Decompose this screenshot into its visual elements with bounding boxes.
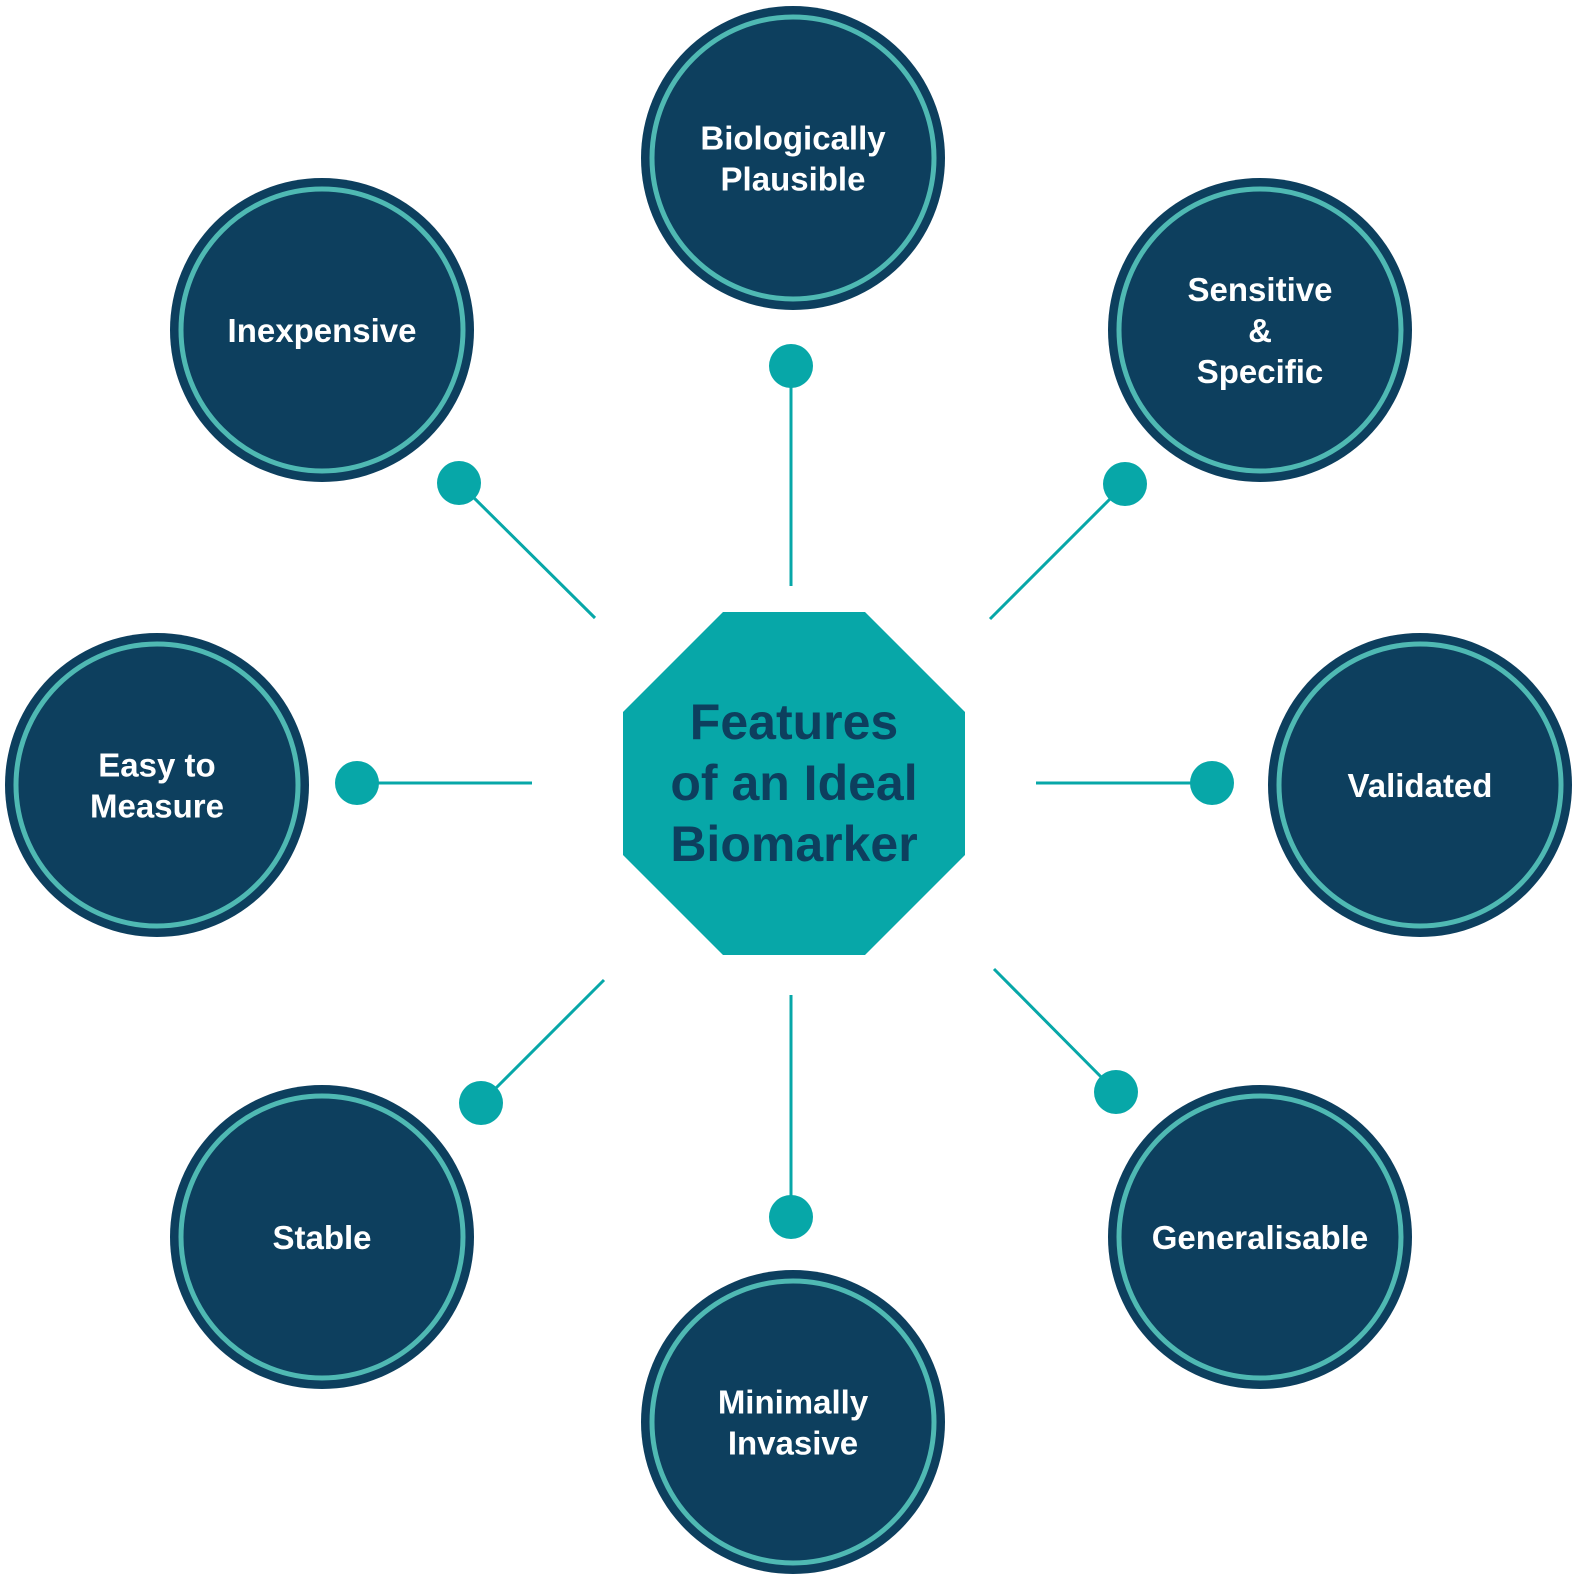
connector-minimally-invasive <box>769 995 813 1239</box>
feature-label-line: & <box>1248 312 1272 349</box>
center-title-line: Biomarker <box>670 816 917 872</box>
feature-label: Sensitive & Specific <box>1188 271 1333 390</box>
feature-label-line: Invasive <box>728 1425 858 1462</box>
node-circle <box>170 1085 474 1389</box>
node-ring <box>13 641 301 929</box>
connector-line <box>479 978 606 1105</box>
connector-inexpensive <box>437 461 597 620</box>
node-ring <box>1276 641 1564 929</box>
node-ring <box>649 14 937 302</box>
center-octagon <box>623 612 965 955</box>
feature-node-generalisable: Generalisable <box>1108 1085 1412 1389</box>
node-ring <box>649 1278 937 1566</box>
node-circle <box>641 1270 945 1574</box>
center-title-line: Features <box>690 694 898 750</box>
node-ring <box>1116 186 1404 474</box>
feature-label-line: Sensitive <box>1188 271 1333 308</box>
connectors <box>335 344 1234 1239</box>
connector-biologically-plausible <box>769 344 813 586</box>
connector-dot <box>1190 761 1234 805</box>
feature-node-inexpensive: Inexpensive <box>170 178 474 482</box>
feature-node-stable: Stable <box>170 1085 474 1389</box>
feature-node-validated: Validated <box>1268 633 1572 937</box>
connector-dot <box>437 461 481 505</box>
feature-node-easy-to-measure: Easy to Measure <box>5 633 309 937</box>
connector-easy-to-measure <box>335 761 532 805</box>
connector-sensitive-specific <box>988 462 1147 621</box>
connector-validated <box>1036 761 1234 805</box>
feature-label-line: Plausible <box>721 161 866 198</box>
connector-line <box>992 967 1118 1094</box>
node-circle <box>1108 1085 1412 1389</box>
node-circle <box>170 178 474 482</box>
connector-dot <box>769 1195 813 1239</box>
connector-stable <box>459 978 606 1125</box>
connector-line <box>457 481 597 620</box>
connector-dot <box>769 344 813 388</box>
feature-label: Generalisable <box>1152 1219 1368 1256</box>
connector-dot <box>1094 1070 1138 1114</box>
node-ring <box>178 1093 466 1381</box>
feature-label: Validated <box>1348 767 1493 804</box>
connector-dot <box>459 1081 503 1125</box>
connector-generalisable <box>992 967 1138 1114</box>
feature-label: Stable <box>272 1219 371 1256</box>
connector-dot <box>335 761 379 805</box>
center-title-line: of an Ideal <box>670 755 917 811</box>
feature-label-line: Inexpensive <box>228 312 417 349</box>
feature-label: Easy to Measure <box>90 747 224 825</box>
feature-label-line: Measure <box>90 788 224 825</box>
node-circle <box>5 633 309 937</box>
feature-label-line: Biologically <box>700 120 886 157</box>
feature-label: Inexpensive <box>228 312 417 349</box>
connector-dot <box>1103 462 1147 506</box>
feature-label-line: Generalisable <box>1152 1219 1368 1256</box>
node-circle <box>1108 178 1412 482</box>
feature-label-line: Validated <box>1348 767 1493 804</box>
feature-label-line: Stable <box>272 1219 371 1256</box>
feature-node-sensitive-specific: Sensitive & Specific <box>1108 178 1412 482</box>
node-circle <box>641 6 945 310</box>
node-circle <box>1268 633 1572 937</box>
feature-label-line: Easy to <box>98 747 215 784</box>
connector-line <box>988 482 1127 621</box>
node-ring <box>1116 1093 1404 1381</box>
node-ring <box>178 186 466 474</box>
feature-label-line: Minimally <box>718 1384 869 1421</box>
feature-label-line: Specific <box>1197 353 1324 390</box>
